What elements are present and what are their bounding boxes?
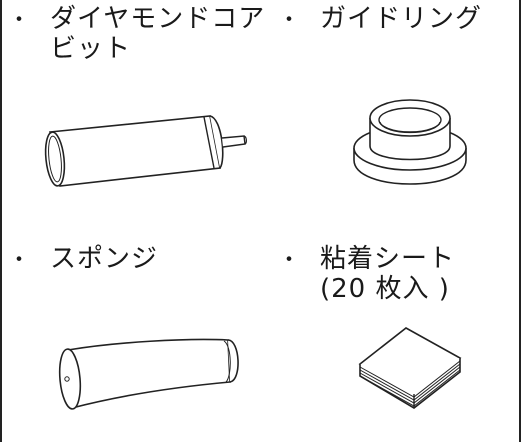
item-guide-ring: ・ ガイドリング [272, 0, 521, 220]
guide-ring-icon [350, 96, 470, 196]
item-label-line: スポンジ [50, 244, 159, 274]
item-label: スポンジ [50, 244, 158, 274]
bullet: ・ [278, 248, 301, 273]
item-label: ダイヤモンドコア ビット [50, 4, 265, 64]
item-label-line: ガイドリング [320, 4, 483, 34]
item-label-line: 粘着シート [320, 244, 456, 274]
diamond-core-bit-icon [38, 110, 258, 190]
item-label: 粘着シート (20 枚入 ) [320, 244, 455, 304]
bullet: ・ [8, 248, 31, 273]
bullet: ・ [8, 8, 31, 33]
item-label: ガイドリング [320, 4, 482, 34]
bullet: ・ [278, 8, 301, 33]
adhesive-sheet-icon [356, 324, 466, 414]
item-diamond-core-bit: ・ ダイヤモンドコア ビット [2, 0, 272, 220]
item-adhesive-sheet: ・ 粘着シート (20 枚入 ) [272, 220, 521, 442]
sponge-icon [56, 320, 246, 420]
item-label-line: ビット [50, 34, 132, 64]
item-sponge: ・ スポンジ [2, 220, 272, 442]
item-label-line: ダイヤモンドコア [50, 4, 266, 34]
item-label-line: (20 枚入 ) [320, 274, 450, 304]
